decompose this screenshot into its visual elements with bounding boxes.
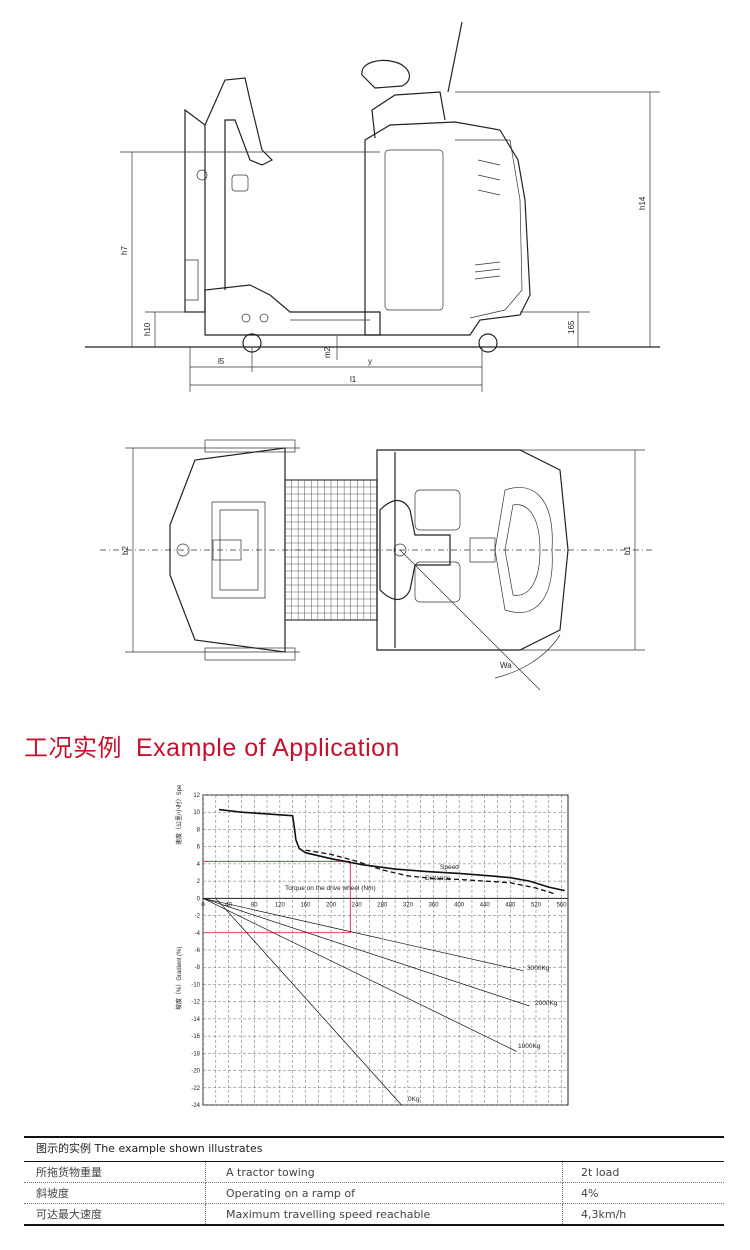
x-tick-label: 360 [429, 902, 440, 908]
chart-grid [202, 794, 569, 1106]
row-value: 2t load [562, 1162, 724, 1183]
x-tick-label: 440 [480, 902, 491, 908]
row-label-cn: 可达最大速度 [24, 1203, 206, 1226]
tractor-top [376, 449, 569, 651]
y-tick-label: 2 [197, 879, 201, 885]
x-tick-label: 400 [454, 902, 465, 908]
series-line-2000kg [202, 897, 530, 1007]
x-tick-label: 120 [275, 902, 286, 908]
y-tick-label: -14 [191, 1017, 200, 1023]
heading-cn: 工况实例 [24, 734, 122, 762]
y-tick-label: 4 [197, 862, 201, 868]
series-line-1000kg [202, 897, 517, 1052]
section-heading: 工况实例 Example of Application [24, 728, 400, 763]
example-table-body: 所拖货物重量 A tractor towing 2t load 斜坡度 Oper… [24, 1162, 724, 1226]
y-axis-label-lower: 坡度（%）Gradient (%) [175, 947, 183, 1010]
dim-b2: b2 [121, 546, 130, 555]
y-tick-label: -22 [191, 1086, 200, 1092]
series-line-distance [305, 849, 556, 895]
x-tick-label: 160 [300, 902, 311, 908]
dim-l1: l1 [350, 375, 357, 384]
y-tick-label: 8 [197, 827, 201, 833]
y-tick-label: 12 [193, 793, 200, 799]
x-tick-label: 480 [505, 902, 516, 908]
y-tick-label: -4 [195, 931, 201, 937]
y-tick-label: -18 [191, 1051, 200, 1057]
series-line-0kg [215, 898, 402, 1106]
front-wheel [478, 333, 498, 353]
turning-arc [494, 634, 561, 679]
label-2000kg: 2000Kg [535, 1000, 558, 1007]
antenna [447, 21, 463, 93]
x-axis-label: Torque on the drive wheel (Nm) [285, 885, 376, 892]
table-title: 图示的实例 The example shown illustrates [24, 1136, 724, 1162]
y-tick-label: -10 [191, 982, 200, 988]
dim-y: y [368, 357, 372, 366]
y-tick-label: 0 [197, 896, 201, 902]
x-tick-label: 240 [352, 902, 363, 908]
dim-h7: h7 [120, 246, 129, 255]
row-label-cn: 斜坡度 [24, 1182, 206, 1204]
y-tick-label: 10 [193, 810, 200, 816]
y-tick-label: -2 [195, 914, 201, 920]
dimension-lines [120, 91, 660, 392]
y-axis-label-upper: 速度（公里/小时）Speed (km/h) [175, 785, 183, 845]
dim-165: 165 [567, 320, 576, 334]
row-label-en: Operating on a ramp of [205, 1182, 563, 1204]
y-tick-label: -20 [191, 1069, 200, 1075]
x-tick-label: 280 [377, 902, 388, 908]
top-view-drawing: b2 b1 Wa [100, 439, 655, 691]
y-tick-label: -12 [191, 1000, 200, 1006]
row-label-en: Maximum travelling speed reachable [205, 1203, 563, 1226]
row-value: 4% [562, 1182, 724, 1204]
label-1000kg: 1000Kg [518, 1043, 541, 1050]
table-row: 斜坡度 Operating on a ramp of 4% [24, 1182, 724, 1204]
example-table: 图示的实例 The example shown illustrates 所拖货物… [24, 1136, 724, 1226]
dim-l5: l5 [218, 357, 225, 366]
dim-h10: h10 [143, 322, 152, 336]
series-line-3000kg [202, 897, 524, 972]
dim-wa: Wa [500, 661, 512, 670]
dim-m2: m2 [323, 346, 332, 358]
table-row: 所拖货物重量 A tractor towing 2t load [24, 1162, 724, 1183]
label-0kg: 0Kg [408, 1096, 420, 1103]
x-tick-label: 560 [557, 902, 568, 908]
y-tick-label: -8 [195, 965, 201, 971]
series-line-speed [218, 808, 565, 892]
chart-series [202, 808, 565, 1106]
radius-line [399, 549, 541, 691]
side-view-drawing: h14 h7 h10 165 l5 m2 y l1 [85, 21, 660, 392]
dim-h14: h14 [638, 196, 647, 210]
row-label-cn: 所拖货物重量 [24, 1162, 206, 1183]
x-tick-label: 200 [326, 902, 337, 908]
x-tick-label: 0 [201, 902, 205, 908]
x-tick-label: 80 [251, 902, 258, 908]
y-tick-label: -6 [195, 948, 201, 954]
y-tick-label: -24 [191, 1103, 200, 1109]
chart-guides [203, 860, 351, 934]
y-tick-label: -16 [191, 1034, 200, 1040]
x-tick-label: 320 [403, 902, 414, 908]
tractor-body [184, 21, 531, 336]
row-label-en: A tractor towing [205, 1162, 563, 1183]
label-3000kg: 3000Kg [527, 965, 550, 972]
table-row: 可达最大速度 Maximum travelling speed reachabl… [24, 1203, 724, 1226]
x-tick-label: 520 [531, 902, 542, 908]
distance-annotation: Distance [425, 875, 451, 882]
row-value: 4,3km/h [562, 1203, 724, 1226]
speed-annotation: Speed [440, 864, 459, 871]
top-dimension-lines [125, 447, 645, 653]
y-tick-label: 6 [197, 845, 201, 851]
x-tick-label: 40 [225, 902, 232, 908]
heading-en: Example of Application [136, 734, 400, 762]
dim-b1: b1 [623, 546, 632, 555]
floor-grid [284, 479, 378, 621]
